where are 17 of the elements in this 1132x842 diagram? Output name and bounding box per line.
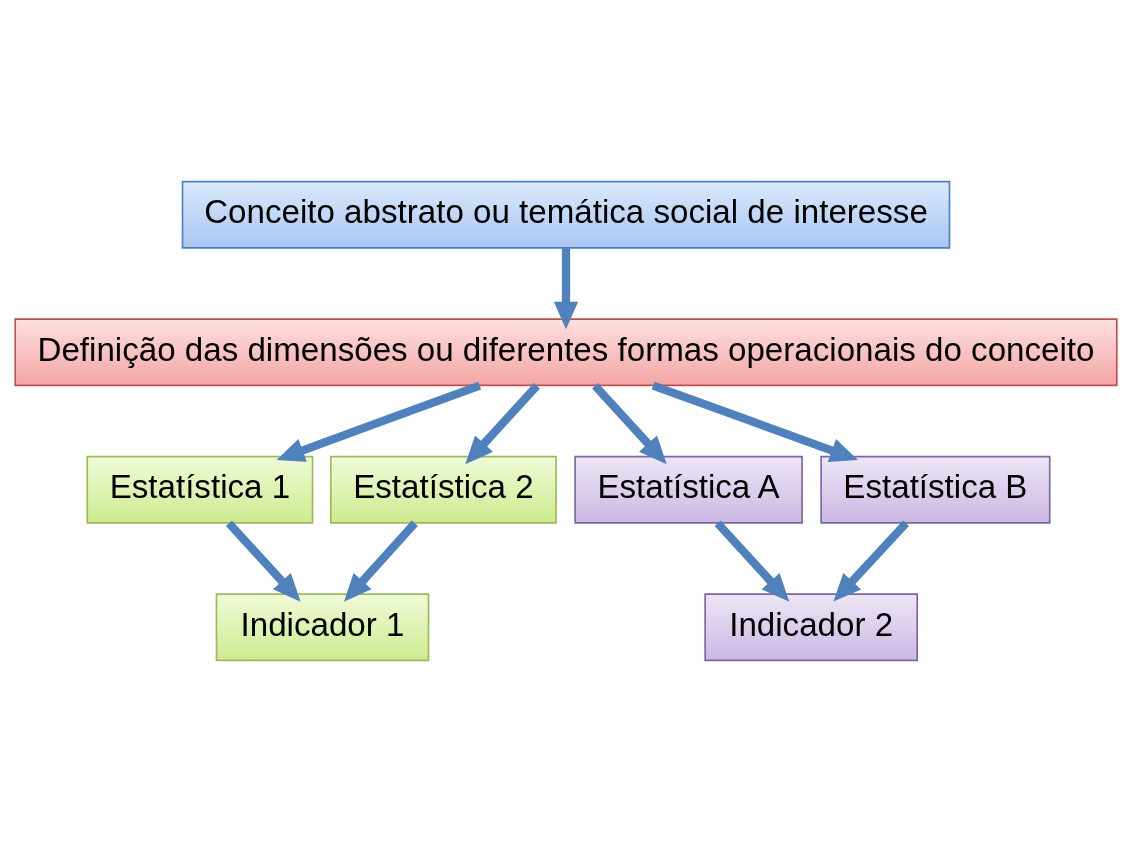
node-box: Estatística 2 <box>329 455 557 524</box>
node-box: Estatística A <box>574 455 803 524</box>
arrow <box>553 248 579 330</box>
arrow <box>465 382 540 465</box>
arrow <box>833 520 909 602</box>
node-box: Definição das dimensões ou diferentes formas operacionais do conceito <box>14 318 1118 387</box>
arrow <box>651 381 858 462</box>
arrow <box>276 381 482 462</box>
node-box: Indicador 2 <box>704 593 919 662</box>
arrow <box>592 382 667 465</box>
node-box: Conceito abstrato ou temática social de interesse <box>181 180 951 249</box>
node-box: Estatística 1 <box>86 455 314 524</box>
node-box: Indicador 1 <box>215 593 430 662</box>
node-box: Estatística B <box>820 455 1051 524</box>
arrow <box>225 520 301 602</box>
arrow <box>714 520 790 602</box>
arrow <box>344 520 418 602</box>
